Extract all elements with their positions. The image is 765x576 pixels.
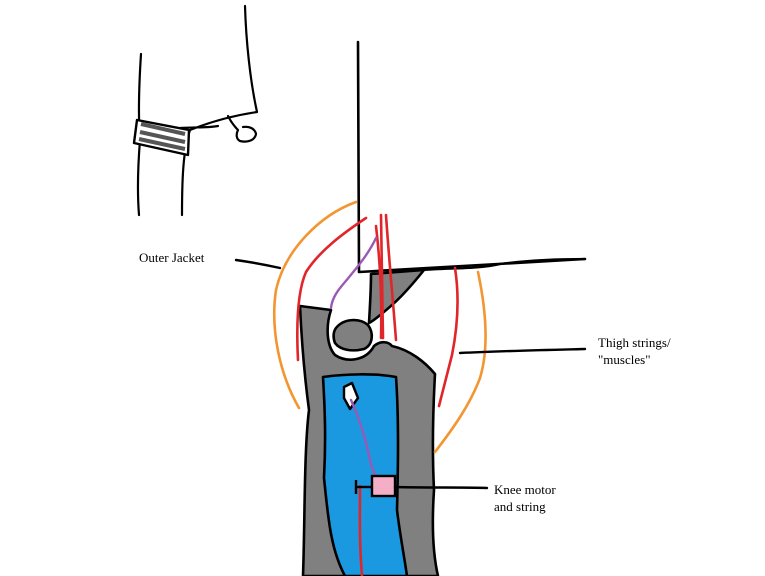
thigh-string-1	[295, 216, 368, 362]
knee-motor-label-line-2: and string	[494, 499, 546, 514]
thigh-strings	[295, 213, 459, 408]
thigh-string-2	[379, 213, 385, 340]
outer-jacket	[273, 200, 487, 454]
leg-sketch-knee-lump	[226, 114, 258, 143]
knee-linkage	[367, 268, 426, 325]
leader-knee-motor	[393, 485, 489, 490]
outer-jacket-left	[273, 200, 358, 410]
thigh-strings-label-line-2: "muscles"	[598, 352, 651, 367]
band-stripe-3	[138, 137, 186, 151]
outer-jacket-label-text: Outer Jacket	[139, 250, 205, 265]
band-stripe-2	[139, 130, 186, 144]
band-stripe-1	[140, 122, 186, 136]
outer-jacket-label: Outer Jacket	[139, 249, 204, 266]
leg-sketch-band	[132, 118, 191, 157]
thigh-strings-label: Thigh strings/ "muscles"	[598, 334, 671, 368]
leg-sketch-right-contour	[180, 4, 259, 217]
knee-motor-label-line-1: Knee motor	[494, 482, 556, 497]
shin-inner-panel	[321, 373, 409, 576]
thigh-string-3	[384, 213, 398, 342]
knee-motor	[370, 474, 397, 498]
shin-string	[358, 484, 364, 576]
knee-joint	[332, 318, 374, 352]
thigh-extension-line	[422, 257, 587, 272]
thigh-plate-outline	[356, 40, 587, 274]
leader-outer-jacket	[234, 258, 282, 270]
thigh-string-5	[374, 224, 383, 340]
thigh-strings-label-line-1: Thigh strings/	[598, 335, 671, 350]
outer-jacket-right	[433, 270, 487, 454]
leg-sketch	[136, 4, 259, 217]
leader-lines	[234, 258, 587, 490]
knee-string-upper	[329, 236, 378, 310]
leader-thigh-strings	[458, 347, 587, 355]
thigh-string-4	[437, 266, 459, 408]
knee-motor-label: Knee motor and string	[494, 481, 556, 515]
string-anchor	[342, 381, 360, 411]
